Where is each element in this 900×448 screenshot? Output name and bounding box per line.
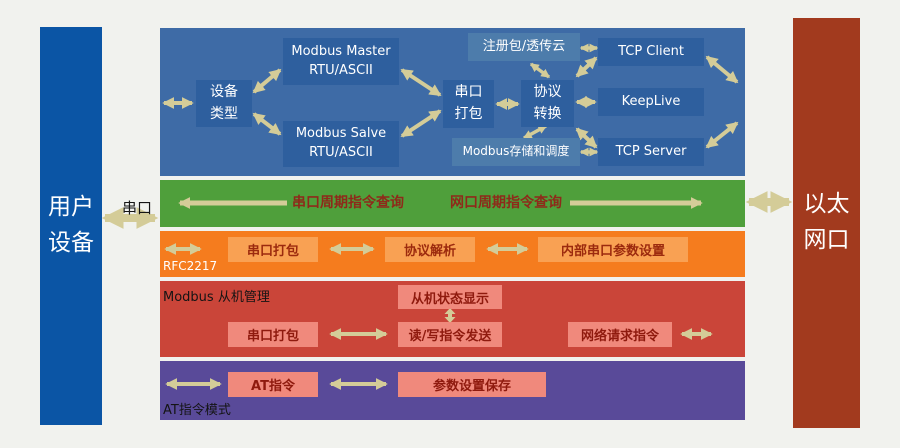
tcp-server-box: TCP Server	[598, 138, 704, 166]
at-mode-label: AT指令模式	[163, 403, 231, 418]
arrow-slave-status-to-rw-command	[444, 308, 456, 323]
modbus-slave-box: Modbus Salve RTU/ASCII	[283, 121, 399, 167]
keeplive-box: KeepLive	[598, 88, 704, 116]
arrow-device-type-to-modbus-master	[252, 68, 282, 94]
modbus-slave-mgmt-label: Modbus 从机管理	[163, 290, 270, 305]
arrow-slave-to-serial-packing	[400, 109, 442, 138]
ethernet-port-block: 以太网口	[793, 18, 860, 428]
modbus-master-box: Modbus Master RTU/ASCII	[283, 38, 399, 85]
protocol-parse-box: 协议解析	[385, 237, 475, 262]
rfc-serial-packing-box: 串口打包	[228, 237, 318, 262]
user-device-block: 用户设备	[40, 27, 102, 425]
tcp-client-box: TCP Client	[598, 38, 704, 66]
device-type-label: 设备类型	[210, 83, 238, 122]
slave-serial-packing-box: 串口打包	[228, 322, 318, 347]
serial-packing-box: 串口打包	[443, 80, 494, 128]
serial-port-label: 串口	[122, 199, 153, 217]
ethernet-port-label: 以太网口	[803, 191, 850, 253]
protocol-convert-label: 协议转换	[533, 83, 562, 122]
at-command-box: AT指令	[228, 372, 318, 397]
user-device-label: 用户设备	[48, 194, 94, 256]
register-cloud-box: 注册包/透传云	[468, 33, 580, 61]
slave-status-box: 从机状态显示	[398, 285, 502, 309]
arrow-protocol-convert-to-tcp-server	[575, 127, 598, 149]
arrow-master-to-serial-packing	[400, 68, 442, 97]
net-poll-label: 网口周期指令查询	[450, 195, 562, 211]
protocol-convert-box: 协议转换	[521, 80, 574, 127]
net-request-box: 网络请求指令	[568, 322, 672, 347]
modbus-storage-box: Modbus存储和调度	[452, 138, 580, 166]
arrow-protocol-convert-to-modbus-storage	[522, 124, 548, 140]
serial-packing-label: 串口打包	[454, 84, 483, 122]
arrow-tcp-server-to-edge	[705, 121, 739, 149]
serial-poll-label: 串口周期指令查询	[292, 195, 404, 211]
arrow-protocol-convert-to-tcp-client	[575, 56, 598, 78]
rw-command-box: 读/写指令发送	[398, 322, 502, 347]
device-type-box: 设备类型	[196, 80, 252, 127]
arrow-device-type-to-modbus-slave	[252, 112, 282, 136]
arrow-tcp-client-to-edge	[705, 55, 739, 84]
rfc2217-label: RFC2217	[163, 259, 218, 273]
internal-params-box: 内部串口参数设置	[538, 237, 688, 262]
arrow-protocol-convert-to-register-cloud	[529, 62, 551, 79]
param-save-box: 参数设置保存	[398, 372, 546, 397]
